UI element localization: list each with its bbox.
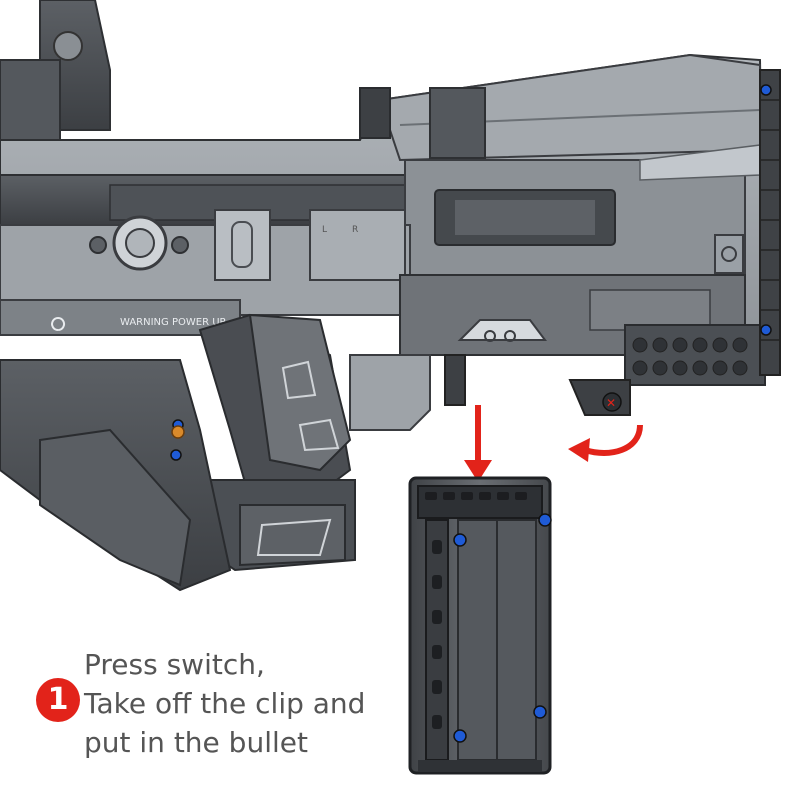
screw-icon <box>453 533 467 547</box>
release-lever <box>568 379 631 416</box>
instruction-line-1: Press switch, <box>84 648 265 681</box>
top-bracket <box>429 87 486 159</box>
screw-icon <box>538 513 552 527</box>
studs <box>632 337 748 376</box>
gun-body: L R WARNING POWER UP <box>0 0 781 592</box>
selector-right-label: R <box>352 225 358 235</box>
instruction-line-2: Take off the clip and <box>84 687 366 720</box>
down-arrow-icon <box>464 405 492 482</box>
muzzle-end <box>759 69 781 376</box>
grip-panel <box>248 313 352 472</box>
step-number-badge: 1 <box>36 678 80 722</box>
magazine-clip <box>408 476 552 775</box>
vent-plate <box>457 319 547 341</box>
instruction-line-3: put in the bullet <box>84 726 308 759</box>
release-switch-icon <box>602 392 622 412</box>
instruction-step: 1 Press switch, Take off the clip and pu… <box>22 645 442 765</box>
screw-icon <box>533 705 547 719</box>
mag-well-guard <box>349 354 431 431</box>
selector-left-label: L <box>322 225 327 235</box>
rotate-arrow-icon <box>568 424 643 462</box>
screw-icon <box>760 84 772 96</box>
screw-icon <box>170 449 182 461</box>
svg-text:✕: ✕ <box>606 396 616 410</box>
screw-icon <box>760 324 772 336</box>
sight-panel <box>0 59 61 151</box>
stud-block <box>624 324 766 386</box>
orange-pin <box>171 425 185 439</box>
warning-label: WARNING POWER UP <box>120 317 226 328</box>
screw-icon <box>453 729 467 743</box>
instruction-text: Press switch, Take off the clip and put … <box>84 645 444 762</box>
sight-dial <box>53 31 83 61</box>
